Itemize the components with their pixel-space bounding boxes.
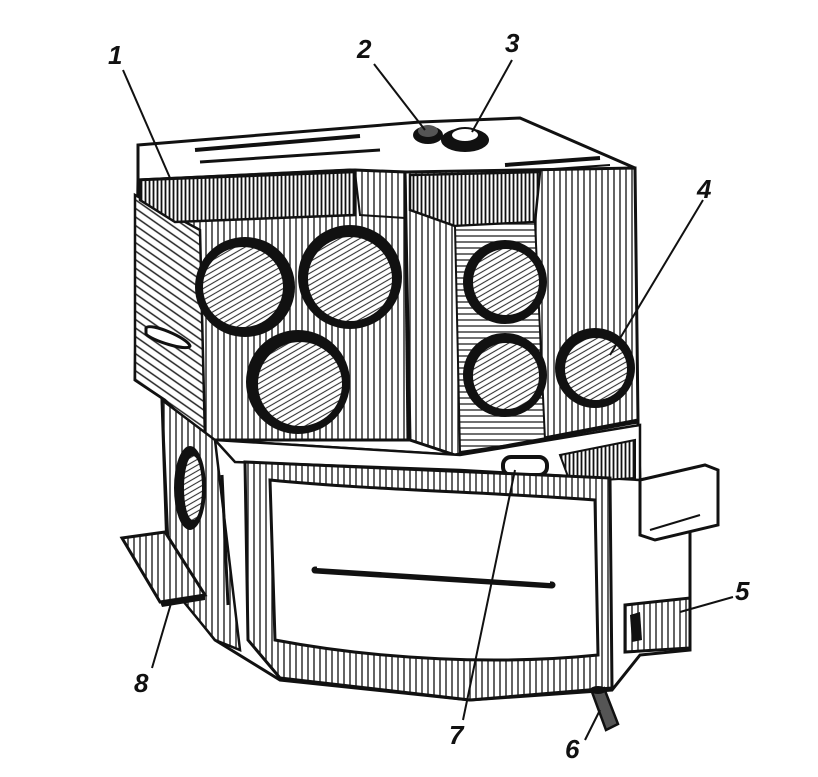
- leader-5: [679, 596, 734, 613]
- clamp-5: [623, 596, 692, 654]
- port-right-1: [463, 240, 547, 324]
- port-left-1: [195, 237, 295, 337]
- callout-2: 2: [357, 34, 372, 64]
- callout-7: 7: [449, 720, 464, 750]
- callout-4: 4: [697, 174, 712, 204]
- right-top-lip: [408, 170, 542, 228]
- leader-7: [462, 469, 516, 721]
- front-panel-inner: [268, 478, 600, 662]
- leader-2: [373, 63, 426, 131]
- front-lip: [138, 170, 357, 224]
- knob-3: [441, 127, 489, 152]
- callout-3: 3: [505, 28, 520, 58]
- pin-6: [590, 686, 620, 732]
- port-right-2: [463, 333, 547, 417]
- leader-3: [471, 59, 513, 133]
- left-bevel: [133, 192, 207, 444]
- callout-1: 1: [108, 40, 123, 70]
- leader-1: [122, 69, 171, 179]
- leader-8: [151, 599, 173, 669]
- port-left-3: [246, 330, 350, 434]
- top-slot-right: [504, 156, 601, 167]
- right-bracket: [638, 463, 720, 542]
- leader-4: [609, 199, 704, 356]
- leader-lines: [122, 59, 734, 741]
- callout-8: 8: [134, 668, 149, 698]
- top-slot-left: [194, 134, 361, 152]
- side-slot: [144, 325, 192, 349]
- callout-6: 6: [565, 734, 580, 764]
- panel-handle: [311, 566, 556, 589]
- port-left-2: [298, 225, 402, 329]
- callout-5: 5: [735, 576, 750, 606]
- port-right-3: [555, 328, 635, 408]
- leader-6: [584, 709, 601, 741]
